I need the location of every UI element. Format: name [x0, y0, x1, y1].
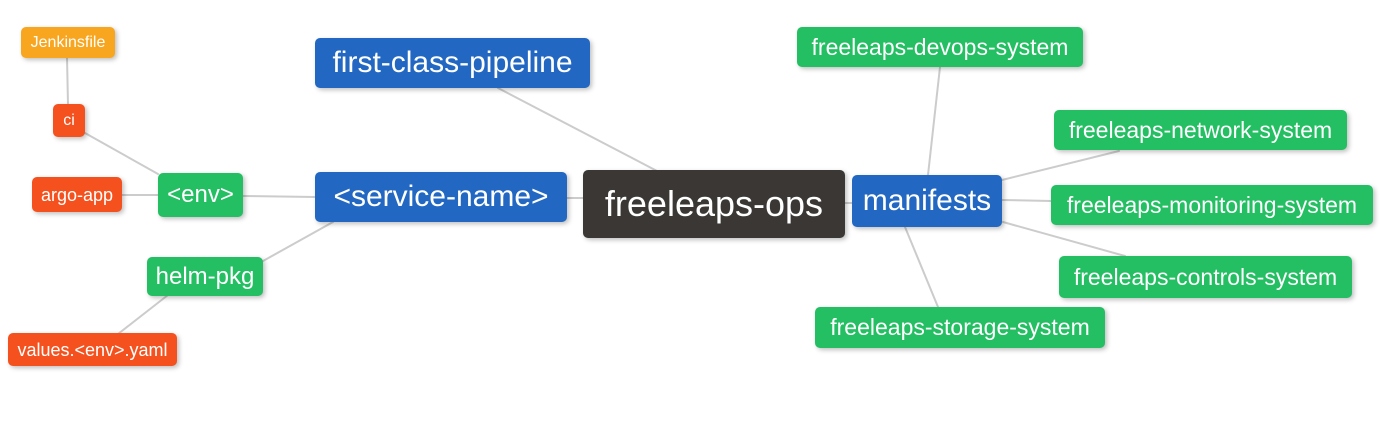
mindmap-node-helm-pkg[interactable]: helm-pkg [147, 257, 263, 296]
mindmap-node-argo-app[interactable]: argo-app [32, 177, 122, 212]
edge-line [904, 226, 939, 308]
edge-line [1002, 221, 1126, 257]
mindmap-node-jenkinsfile[interactable]: Jenkinsfile [21, 27, 115, 58]
mindmap-node-env[interactable]: <env> [158, 173, 243, 217]
mindmap-node-freeleaps-network-system[interactable]: freeleaps-network-system [1054, 110, 1347, 150]
mindmap-node-freeleaps-storage-system[interactable]: freeleaps-storage-system [815, 307, 1105, 348]
mindmap-node-freeleaps-devops-system[interactable]: freeleaps-devops-system [797, 27, 1083, 67]
edge-line [262, 221, 334, 262]
mindmap-node-ci[interactable]: ci [53, 104, 85, 137]
edge-line [927, 66, 941, 176]
mindmap-node-freeleaps-monitoring-system[interactable]: freeleaps-monitoring-system [1051, 185, 1373, 225]
edge-line [66, 56, 69, 106]
edge-line [1001, 199, 1052, 202]
mindmap-node-freeleaps-controls-system[interactable]: freeleaps-controls-system [1059, 256, 1352, 298]
mindmap-node-values-env-yaml[interactable]: values.<env>.yaml [8, 333, 177, 366]
edge-line [242, 195, 316, 198]
mindmap-node-freeleaps-ops[interactable]: freeleaps-ops [583, 170, 845, 238]
mindmap-node-manifests[interactable]: manifests [852, 175, 1002, 227]
edge-line [117, 294, 169, 335]
mindmap-node-first-class-pipeline[interactable]: first-class-pipeline [315, 38, 590, 88]
mindmap-node-service-name[interactable]: <service-name> [315, 172, 567, 222]
edge-line [1001, 150, 1120, 181]
edge-line [497, 87, 658, 172]
edge-line [84, 132, 159, 175]
